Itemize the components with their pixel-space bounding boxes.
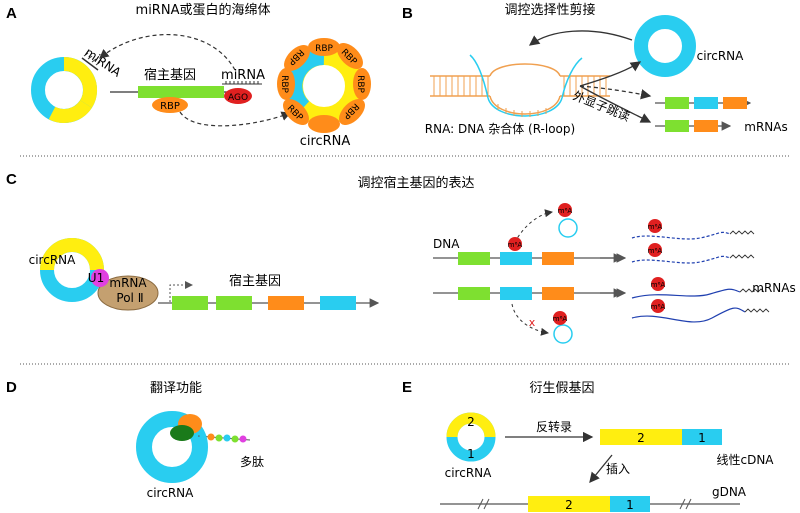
peptide-label: 多肽	[240, 454, 264, 469]
panel-c: C 调控宿主基因的表达 circRNA U1 mRNA Pol Ⅱ 宿主基因 D…	[6, 171, 796, 344]
r-loop	[430, 54, 610, 117]
linear-cdna-label: 线性cDNA	[716, 453, 774, 467]
pol-ii-blob	[97, 275, 159, 311]
rbp-label-a: RBP	[160, 101, 180, 112]
mrna-skipped	[655, 120, 732, 132]
pol-ii-line2: Pol Ⅱ	[116, 291, 143, 305]
mirna-on-ring	[81, 52, 101, 71]
host-gene-label-c: 宿主基因	[229, 273, 281, 289]
dashed-arrow-to-ring	[99, 34, 236, 71]
gdna-exon2-label: 2	[565, 498, 573, 512]
tss-arrow	[169, 281, 193, 302]
gdna-exon1	[610, 496, 650, 512]
ribosome-small	[170, 425, 194, 441]
m6a-ring-lower: m⁶A	[553, 311, 573, 344]
panel-b-letter: B	[402, 5, 413, 22]
exon-skip-label: 外显子跳读	[571, 89, 632, 124]
svg-text:m⁶A: m⁶A	[558, 207, 573, 215]
ring-exon-1: 1	[467, 447, 475, 461]
panel-d: D 翻译功能 多肽 circRNA	[6, 379, 264, 500]
ring-rbp-1: RBP	[315, 44, 333, 54]
mirna-right-label: miRNA	[221, 68, 265, 83]
svg-text:m⁶A: m⁶A	[508, 241, 523, 249]
svg-text:m⁶A: m⁶A	[648, 223, 663, 231]
x-mark: x	[529, 316, 536, 329]
cdna-exon2-label: 2	[637, 431, 645, 445]
ago-blob	[224, 88, 252, 104]
mrnas-label-b: mRNAs	[744, 120, 787, 134]
panel-d-title: 翻译功能	[150, 381, 202, 396]
svg-text:m⁶A: m⁶A	[648, 247, 663, 255]
dna-upper	[433, 252, 627, 265]
panel-b: B 调控选择性剪接 RNA: DNA 杂合体 (R-loop) circRNA …	[402, 2, 788, 136]
panel-e-letter: E	[402, 379, 412, 396]
panel-a-title: miRNA或蛋白的海绵体	[136, 2, 271, 18]
host-gene-exon-a	[138, 86, 224, 98]
peptide-chain	[197, 433, 251, 443]
exon-cyan-c	[320, 296, 356, 310]
cdna-exon2	[600, 429, 682, 445]
m6a-marker-upper-1: m⁶A	[508, 237, 523, 251]
ring-exon-2: 2	[467, 415, 475, 429]
panel-e: E 衍生假基因 2 1 circRNA 反转录 2 1 线性cDNA 插入 2 …	[402, 379, 774, 512]
panel-e-title: 衍生假基因	[529, 381, 594, 396]
exon-green-c2	[216, 296, 252, 310]
gdna-exon2	[528, 496, 610, 512]
circrna-ring-d	[136, 411, 208, 483]
panel-a: A miRNA或蛋白的海绵体 miRNA 宿主基因 miRNA RBP	[6, 2, 371, 149]
circrna-ring-a	[31, 56, 98, 123]
m6a-ring-upper: m⁶A	[558, 203, 578, 238]
svg-text:m⁶A: m⁶A	[651, 303, 666, 311]
circrna-label-b: circRNA	[697, 49, 745, 63]
mrna-full	[655, 97, 752, 109]
circrna-label-d: circRNA	[147, 486, 195, 500]
panel-a-letter: A	[6, 5, 17, 22]
circrna-label-a: circRNA	[300, 134, 351, 149]
exon-green-c	[172, 296, 208, 310]
dna-lower	[433, 287, 627, 300]
panel-c-letter: C	[6, 171, 17, 188]
ago-label: AGO	[228, 93, 248, 103]
pol-ii-line1: mRNA	[109, 276, 147, 290]
arrow-rloop-up	[579, 61, 642, 87]
circrna-rbp-ring: RBP RBP RBP RBP RBP RBP RBP	[277, 38, 371, 133]
dna-label: DNA	[433, 237, 460, 251]
m6a-arrow-lower	[511, 303, 549, 336]
mrna-dashed-group: m⁶A m⁶A	[631, 219, 755, 264]
gdna-exon1-label: 1	[626, 498, 634, 512]
mirna-comb-right	[222, 81, 262, 85]
dashed-arrow-to-rbp-ring	[179, 111, 292, 127]
gdna-label: gDNA	[712, 485, 747, 499]
panel-d-letter: D	[6, 379, 17, 396]
ring-rbp-6: RBP	[279, 75, 289, 93]
svg-text:m⁶A: m⁶A	[553, 315, 568, 323]
rbp-blob-a	[152, 97, 188, 113]
arrow-rloop-lower	[579, 85, 652, 123]
mrnas-label-c: mRNAs	[752, 281, 795, 295]
u1-label: U1	[88, 271, 104, 285]
circrna-ring-b	[634, 15, 696, 77]
mrna-solid-group: m⁶A m⁶A	[631, 277, 770, 323]
circrna-label-e: circRNA	[445, 466, 493, 480]
exon-orange-c	[268, 296, 304, 310]
circrna-ring-e	[446, 412, 496, 462]
panel-b-title: 调控选择性剪接	[504, 2, 595, 18]
insert-label: 插入	[606, 462, 630, 476]
u1-blob	[91, 269, 109, 287]
reverse-transcription-label: 反转录	[536, 419, 572, 434]
svg-text:m⁶A: m⁶A	[651, 281, 666, 289]
rloop-label: RNA: DNA 杂合体 (R-loop)	[425, 121, 575, 136]
host-gene-label-a: 宿主基因	[144, 67, 196, 83]
panel-c-title: 调控宿主基因的表达	[357, 175, 474, 191]
cdna-exon1	[682, 429, 722, 445]
ring-rbp-3: RBP	[355, 75, 365, 93]
circrna-label-c: circRNA	[29, 253, 77, 267]
arrow-circrna-to-rloop	[528, 30, 633, 46]
cdna-exon1-label: 1	[698, 431, 706, 445]
arrow-insert	[589, 454, 613, 484]
arrow-rloop-middle	[579, 85, 652, 100]
